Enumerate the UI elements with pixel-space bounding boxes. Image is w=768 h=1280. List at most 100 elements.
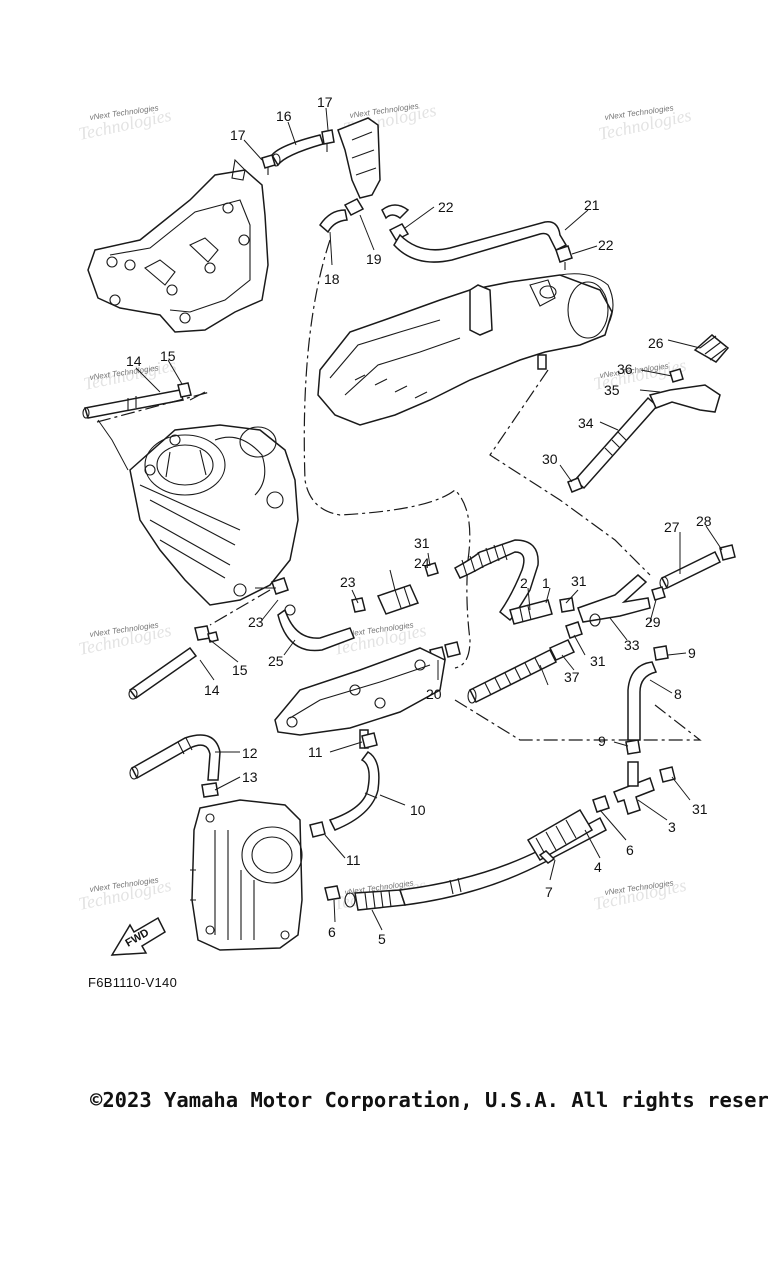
clamp-23a <box>271 577 289 595</box>
callout-11: 11 <box>346 852 361 868</box>
fitting-24 <box>376 584 420 615</box>
clamp-31c <box>565 621 583 639</box>
hose-2-corrugated <box>454 539 539 622</box>
clamp-11b <box>309 821 326 838</box>
callout-17: 17 <box>230 127 246 143</box>
callout-23: 23 <box>340 574 356 590</box>
y-fitting-32 <box>577 574 651 627</box>
callout-35: 36 <box>617 361 633 377</box>
hose-10 <box>328 751 380 831</box>
clamp-9b <box>653 645 669 661</box>
callout-22: 22 <box>438 199 454 215</box>
callout-17: 17 <box>317 94 333 110</box>
routing-line <box>303 239 471 669</box>
callout-31: 31 <box>692 801 708 817</box>
callout-12: 12 <box>242 745 258 761</box>
callout-15: 15 <box>160 348 176 364</box>
callout-32: 33 <box>624 637 640 653</box>
fitting-34 <box>648 384 721 413</box>
copyright-notice: ©2023 Yamaha Motor Corporation, U.S.A. A… <box>90 1088 768 1112</box>
fitting-1 <box>509 599 553 625</box>
hose-18 <box>319 209 348 234</box>
callout-8: 8 <box>674 686 682 702</box>
clamp-6a <box>324 885 356 908</box>
callout-23: 23 <box>248 614 264 630</box>
fitting-19-assembly <box>337 117 410 241</box>
clamp-17a <box>261 154 276 175</box>
callout-28: 28 <box>696 513 712 529</box>
clamp-28 <box>719 544 736 561</box>
clamp-15-lower <box>194 625 219 643</box>
exhaust-pipe <box>317 273 614 426</box>
callout-14: 14 <box>126 353 142 369</box>
callout-25: 25 <box>268 653 284 669</box>
intake-manifold <box>129 424 299 606</box>
callout-6: 6 <box>626 842 634 858</box>
sleeve-7 <box>526 808 594 864</box>
exhaust-body-lower <box>274 647 446 749</box>
callout-13: 13 <box>242 769 258 785</box>
clamp-31d <box>659 766 676 783</box>
leader-line <box>189 391 206 401</box>
leader-line <box>97 419 129 471</box>
fitting-36 <box>548 639 576 661</box>
callout-33: 34 <box>578 415 594 431</box>
clamp-6b <box>592 795 610 813</box>
callout-labels: 16 17 17 18 19 22 21 22 14 15 26 36 35 3… <box>126 94 712 947</box>
water-box <box>190 799 303 951</box>
routing-line <box>489 369 651 576</box>
callout-7: 7 <box>545 884 553 900</box>
hose-8 <box>627 661 658 741</box>
clamp-23b <box>351 597 366 613</box>
callout-31: 31 <box>571 573 587 589</box>
hose-12 <box>129 734 221 781</box>
exhaust-manifold <box>87 158 269 333</box>
clamp-9a <box>625 739 641 755</box>
clamp-29 <box>651 586 666 601</box>
fwd-arrow-icon: FWD <box>110 916 166 956</box>
clamp-17b <box>321 129 335 152</box>
hose-4 <box>398 816 607 906</box>
fitting-26 <box>693 334 730 363</box>
clamp-11a <box>361 732 378 749</box>
callout-36: 37 <box>564 669 580 685</box>
leader-lines <box>135 107 723 931</box>
callout-18: 18 <box>324 271 340 287</box>
hose-37-corrugated <box>467 648 558 704</box>
callout-6: 6 <box>328 924 336 940</box>
t-fitting-3 <box>613 761 655 815</box>
callout-27: 27 <box>664 519 680 535</box>
callout-11: 11 <box>308 744 323 760</box>
clamp-13 <box>201 782 219 798</box>
callout-21: 21 <box>584 197 600 213</box>
callout-26: 26 <box>648 335 664 351</box>
hose-21 <box>393 221 568 263</box>
clamp-31b <box>559 597 575 613</box>
hose-27 <box>659 550 722 590</box>
hose-33 <box>573 396 659 490</box>
callout-10: 10 <box>410 802 426 818</box>
callout-34: 35 <box>604 382 620 398</box>
callout-20: 20 <box>426 686 442 702</box>
callout-3: 3 <box>668 819 676 835</box>
callout-31: 31 <box>414 535 430 551</box>
callout-16: 16 <box>276 108 292 124</box>
parts-diagram: Technologies vNext Technologies Technolo… <box>77 94 736 956</box>
callout-15: 15 <box>232 662 248 678</box>
callout-14: 14 <box>204 682 220 698</box>
callout-22: 22 <box>598 237 614 253</box>
callout-9: 9 <box>598 733 606 749</box>
clamp-22 <box>555 245 573 270</box>
callout-9: 9 <box>688 645 696 661</box>
drawing-code: F6B1110-V140 <box>88 975 178 990</box>
callout-31: 31 <box>590 653 606 669</box>
callout-4: 4 <box>594 859 602 875</box>
clamp-31a <box>424 562 439 577</box>
callout-2: 2 <box>520 575 528 591</box>
callout-24: 24 <box>414 555 430 571</box>
hose-14-lower <box>128 646 198 700</box>
clamp-35 <box>669 368 684 383</box>
routing-line <box>454 699 702 741</box>
hose-16 <box>271 134 324 167</box>
hose-5 <box>354 889 407 911</box>
